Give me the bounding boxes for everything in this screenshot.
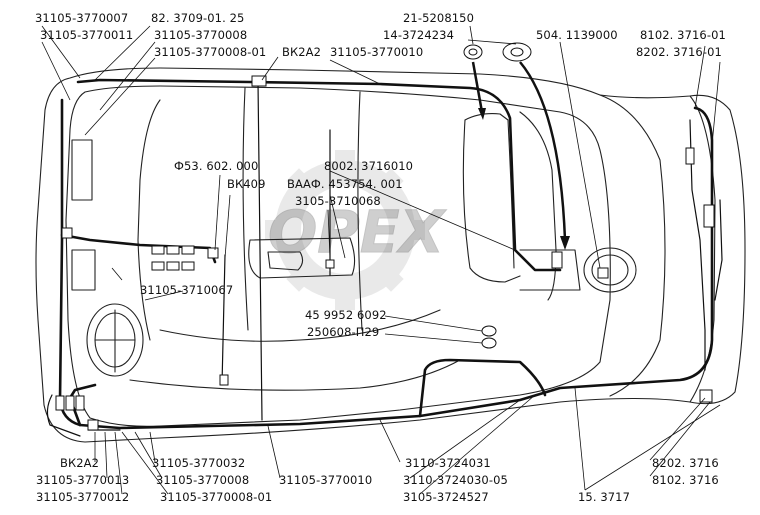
label-vaaf-453754-001: ВААФ. 453754. 001 (287, 177, 403, 191)
label-31105-3770032: 31105-3770032 (152, 456, 246, 470)
label-8102-3716-01: 8102. 3716-01 (640, 28, 726, 42)
label-31105-3770012: 31105-3770012 (36, 490, 130, 504)
label-3105-3724527: 3105-3724527 (403, 490, 489, 504)
label-vk2a2-bottom: ВК2А2 (60, 456, 100, 470)
label-8102-3716: 8102. 3716 (652, 473, 719, 487)
label-504-1139000: 504. 1139000 (536, 28, 618, 42)
label-8002-3716010: 8002. 3716010 (324, 159, 414, 173)
label-31105-3770008-01-top: 31105-3770008-01 (154, 45, 267, 59)
label-vk2a2-top: ВК2А2 (282, 45, 322, 59)
label-vk409: ВК409 (227, 177, 266, 191)
label-21-5208150: 21-5208150 (403, 11, 474, 25)
label-8202-3716: 8202. 3716 (652, 456, 719, 470)
label-31105-3770013: 31105-3770013 (36, 473, 130, 487)
label-250608-p29: 250608-П29 (307, 325, 380, 339)
label-f53-602-000: Ф53. 602. 000 (174, 159, 259, 173)
label-14-3724234: 14-3724234 (383, 28, 454, 42)
label-31105-3770010-bottom: 31105-3770010 (279, 473, 373, 487)
label-31105-3770010-top: 31105-3770010 (330, 45, 424, 59)
label-3110-3724030-05: 3110-3724030-05 (403, 473, 508, 487)
label-45-9952-6092: 45 9952 6092 (305, 308, 387, 322)
label-31105-3710067: 31105-3710067 (140, 283, 234, 297)
watermark-text: ОРЕХ (268, 198, 447, 266)
label-31105-3770008-01-bottom: 31105-3770008-01 (160, 490, 273, 504)
label-31105-3770008-bottom: 31105-3770008 (156, 473, 250, 487)
label-31105-3770007: 31105-3770007 (35, 11, 129, 25)
label-3110-3724031: 3110-3724031 (405, 456, 491, 470)
label-3105-3710068: 3105-3710068 (295, 194, 381, 208)
watermark-logo (265, 150, 425, 310)
label-15-3717: 15. 3717 (578, 490, 631, 504)
label-31105-3770011: 31105-3770011 (40, 28, 134, 42)
label-8202-3716-01: 8202. 3716-01 (636, 45, 722, 59)
label-82-3709-01-25: 82. 3709-01. 25 (151, 11, 245, 25)
label-31105-3770008-top: 31105-3770008 (154, 28, 248, 42)
